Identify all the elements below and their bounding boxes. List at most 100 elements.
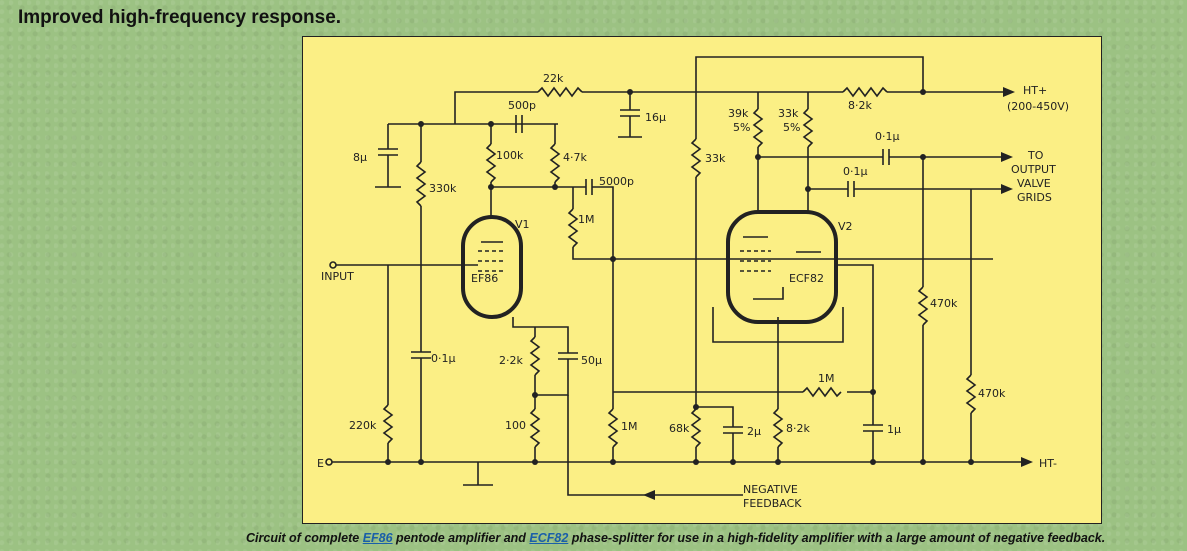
label-r100: 100 bbox=[505, 419, 526, 432]
junction-dot bbox=[775, 459, 781, 465]
junction-dot bbox=[627, 89, 633, 95]
resistor-39k bbox=[752, 108, 764, 148]
resistor-2-2k bbox=[529, 336, 541, 376]
junction-dot bbox=[488, 184, 494, 190]
label-v2: V2 bbox=[838, 220, 853, 233]
wire bbox=[592, 186, 614, 259]
label-e: E bbox=[317, 457, 324, 470]
label-c16u: 16μ bbox=[645, 111, 666, 124]
caption-suffix: phase-splitter for use in a high-fidelit… bbox=[568, 531, 1106, 545]
resistor-100k bbox=[485, 143, 497, 183]
wire bbox=[534, 359, 569, 396]
junction-dot bbox=[610, 256, 616, 262]
link-ef86[interactable]: EF86 bbox=[362, 531, 393, 545]
label-r1m-fb: 1M bbox=[818, 372, 835, 385]
junction-dot bbox=[920, 154, 926, 160]
resistor-330k bbox=[415, 161, 427, 207]
feedback-wire bbox=[567, 395, 743, 496]
junction-dot bbox=[730, 459, 736, 465]
label-c8u: 8μ bbox=[353, 151, 367, 164]
top-loop-wire bbox=[695, 56, 924, 92]
resistor-100 bbox=[529, 408, 541, 448]
junction-dot bbox=[870, 389, 876, 395]
label-c500p: 500p bbox=[508, 99, 536, 112]
junction-dot bbox=[920, 459, 926, 465]
label-neg-fb-1: NEGATIVE bbox=[743, 483, 798, 496]
page-heading: Improved high-frequency response. bbox=[18, 7, 342, 28]
wire bbox=[835, 264, 874, 402]
label-ecf82: ECF82 bbox=[789, 272, 824, 285]
label-r1m-grid: 1M bbox=[578, 213, 595, 226]
label-neg-fb-2: FEEDBACK bbox=[743, 497, 802, 510]
wire bbox=[512, 317, 569, 353]
label-input: INPUT bbox=[321, 270, 354, 283]
label-r330k: 330k bbox=[429, 182, 457, 195]
wire bbox=[572, 247, 993, 260]
junction-dot bbox=[532, 459, 538, 465]
link-ecf82[interactable]: ECF82 bbox=[529, 531, 569, 545]
label-r220k: 220k bbox=[349, 419, 377, 432]
label-r4-7k: 4·7k bbox=[563, 151, 587, 164]
schematic-drawing: 22k 500p 16μ 8·2k HT+ (200-450V) 39k 5% … bbox=[317, 56, 1069, 510]
label-r33k-anode: 33k bbox=[778, 107, 799, 120]
figure-caption: Circuit of complete EF86 pentode amplifi… bbox=[246, 531, 1166, 545]
resistor-4-7k bbox=[549, 143, 561, 183]
resistor-1m-low bbox=[607, 408, 619, 448]
label-r22k: 22k bbox=[543, 72, 564, 85]
resistor-8-2k-top bbox=[842, 86, 888, 98]
label-r39k-tol: 5% bbox=[733, 121, 750, 134]
junction-dot bbox=[693, 459, 699, 465]
label-r100k: 100k bbox=[496, 149, 524, 162]
label-v1: V1 bbox=[515, 218, 530, 231]
resistor-68k bbox=[690, 408, 702, 448]
label-c1u: 1μ bbox=[887, 423, 901, 436]
label-ht-plus: HT+ bbox=[1023, 84, 1047, 97]
circuit-diagram: 22k 500p 16μ 8·2k HT+ (200-450V) 39k 5% … bbox=[302, 36, 1102, 524]
junction-dot bbox=[488, 121, 494, 127]
label-r33k-tol: 5% bbox=[783, 121, 800, 134]
label-r470k-b: 470k bbox=[978, 387, 1006, 400]
label-r1m-low: 1M bbox=[621, 420, 638, 433]
resistor-22k bbox=[537, 86, 583, 98]
resistor-470k-b bbox=[965, 374, 977, 414]
label-r39k: 39k bbox=[728, 107, 749, 120]
label-r33k-grid: 33k bbox=[705, 152, 726, 165]
input-terminal bbox=[329, 261, 337, 269]
junction-dot bbox=[610, 459, 616, 465]
resistor-1m-fb bbox=[802, 386, 842, 398]
caption-middle: pentode amplifier and bbox=[392, 531, 530, 545]
resistor-1m-grid bbox=[567, 208, 579, 248]
label-to-output-2: OUTPUT bbox=[1011, 163, 1056, 176]
label-c2u: 2μ bbox=[747, 425, 761, 438]
ht-plus-arrow bbox=[1003, 87, 1015, 97]
ht-minus-arrow bbox=[1021, 457, 1033, 467]
wire bbox=[696, 406, 734, 427]
resistor-470k-a bbox=[917, 286, 929, 326]
junction-dot bbox=[755, 154, 761, 160]
output-arrow-2 bbox=[1001, 184, 1013, 194]
label-c0-1u-c: 0·1μ bbox=[431, 352, 456, 365]
label-ef86: EF86 bbox=[471, 272, 498, 285]
label-c0-1u-a: 0·1μ bbox=[875, 130, 900, 143]
junction-dot bbox=[418, 459, 424, 465]
output-arrow-1 bbox=[1001, 152, 1013, 162]
label-to-output-4: GRIDS bbox=[1017, 191, 1052, 204]
junction-dot bbox=[968, 459, 974, 465]
label-c50u: 50μ bbox=[581, 354, 602, 367]
label-ht-minus: HT- bbox=[1039, 457, 1057, 470]
resistor-33k-anode bbox=[802, 108, 814, 148]
junction-dot bbox=[693, 404, 699, 410]
resistor-220k bbox=[382, 404, 394, 444]
junction-dot bbox=[870, 459, 876, 465]
label-c0-1u-b: 0·1μ bbox=[843, 165, 868, 178]
label-to-output-1: TO bbox=[1027, 149, 1044, 162]
tube-v1 bbox=[461, 215, 523, 319]
junction-dot bbox=[418, 121, 424, 127]
junction-dot bbox=[385, 459, 391, 465]
junction-dot bbox=[552, 184, 558, 190]
label-r8-2k-top: 8·2k bbox=[848, 99, 872, 112]
junction-dot bbox=[532, 392, 538, 398]
label-to-output-3: VALVE bbox=[1017, 177, 1051, 190]
caption-prefix: Circuit of complete bbox=[246, 531, 363, 545]
feedback-arrow bbox=[643, 490, 655, 500]
